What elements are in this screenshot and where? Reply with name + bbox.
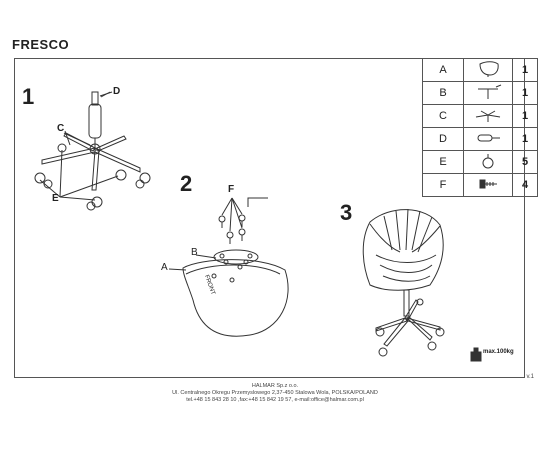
parts-row: F 4: [422, 173, 538, 197]
assembled-chair-drawing: [362, 208, 445, 357]
label-b: B: [191, 247, 198, 258]
part-qty: 1: [512, 58, 538, 82]
part-qty: 1: [512, 127, 538, 151]
part-qty: 4: [512, 173, 538, 197]
step-3-number: 3: [340, 200, 353, 225]
footer-company: HALMAR Sp.z o.o.: [251, 383, 299, 389]
part-letter: F: [422, 173, 464, 197]
weight-icon: [470, 347, 482, 362]
footer-contact: tel.+48 15 843 28 10 ,fax:+48 15 842 19 …: [186, 397, 364, 403]
part-letter: C: [422, 104, 464, 128]
part-qty: 1: [512, 104, 538, 128]
label-d: D: [113, 86, 121, 97]
star-base-drawing: [41, 132, 141, 191]
screw-icon: [463, 173, 513, 197]
label-a: A: [161, 262, 168, 273]
max-weight-label: max.100kg: [483, 349, 514, 355]
part-qty: 1: [512, 81, 538, 105]
part-letter: E: [422, 150, 464, 174]
label-c: C: [57, 123, 65, 134]
part-letter: B: [422, 81, 464, 105]
mechanism-plate-icon: [463, 81, 513, 105]
part-letter: A: [422, 58, 464, 82]
product-title: FRESCO: [12, 37, 70, 52]
parts-row: D 1: [422, 127, 538, 151]
part-qty: 5: [512, 150, 538, 174]
parts-row: E 5: [422, 150, 538, 174]
seat-underside-drawing: [182, 249, 289, 337]
step-2-number: 2: [180, 171, 193, 196]
step-1-number: 1: [22, 84, 35, 109]
gas-lift-drawing: [88, 91, 113, 148]
label-f: F: [228, 184, 235, 195]
seat-icon: [463, 58, 513, 82]
parts-row: A 1: [422, 58, 538, 82]
caster-drawings: [34, 143, 151, 211]
star-base-icon: [463, 104, 513, 128]
parts-table: A 1 B 1 C 1 D 1 E: [422, 58, 538, 197]
screws-drawing: [168, 197, 268, 271]
parts-row: B 1: [422, 81, 538, 105]
parts-row: C 1: [422, 104, 538, 128]
part-letter: D: [422, 127, 464, 151]
footer-address: Ul. Centralnego Okregu Przemyslowego 2,3…: [172, 390, 378, 396]
instruction-frame: [14, 58, 525, 378]
caster-wheel-icon: [463, 150, 513, 174]
gas-lift-icon: [463, 127, 513, 151]
label-e: E: [52, 193, 59, 204]
version-label: v.1: [526, 374, 534, 380]
